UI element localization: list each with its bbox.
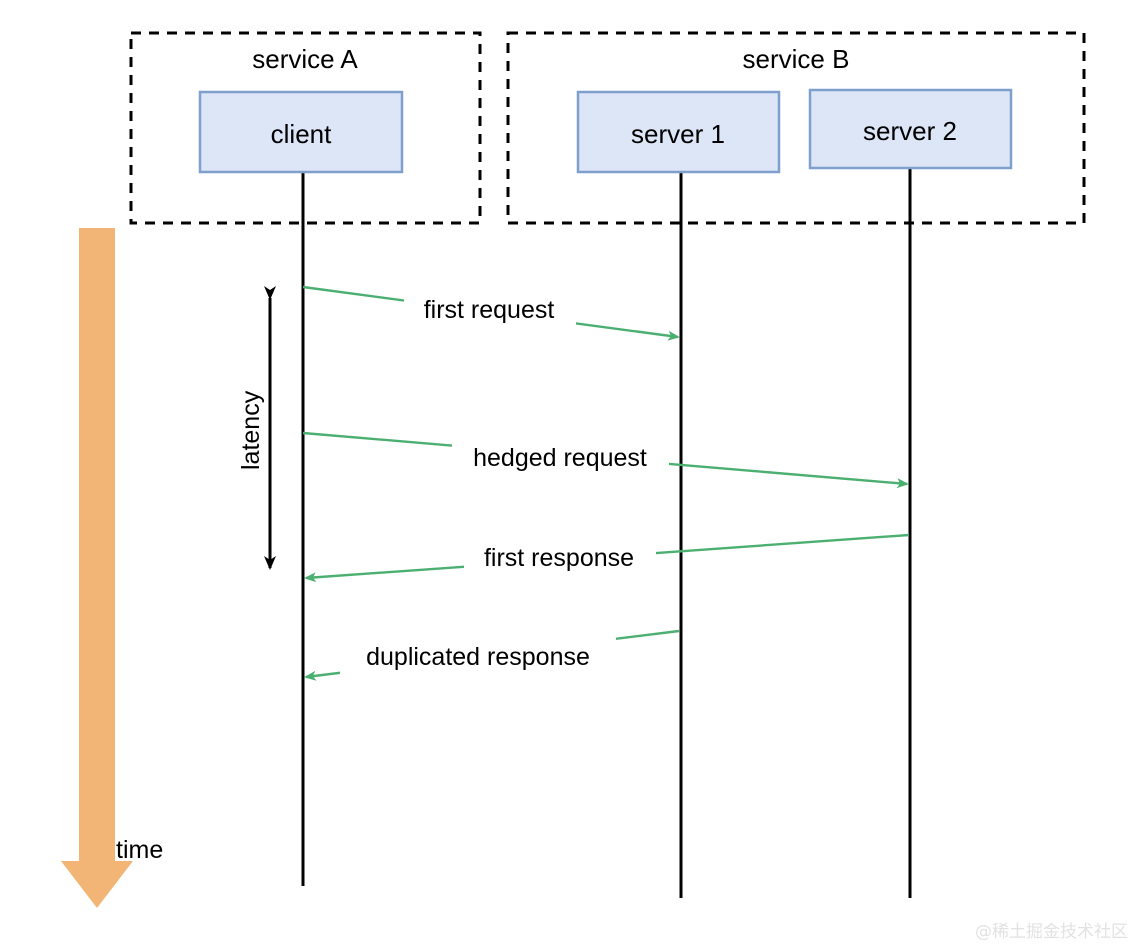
actor-label-client: client <box>271 119 332 149</box>
message-first-response[interactable]: first response <box>304 533 910 583</box>
group-service-a: service A <box>129 31 482 225</box>
latency-bracket: latency <box>237 286 276 570</box>
watermark-label: @稀土掘金技术社区 <box>975 922 1128 942</box>
message-label-duplicated-response: duplicated response <box>366 643 590 671</box>
message-label-hedged-request: hedged request <box>473 444 647 472</box>
message-label-first-response: first response <box>484 544 634 572</box>
actor-server-1[interactable]: server 1 <box>576 90 781 174</box>
group-label-service-a: service A <box>252 44 358 74</box>
group-service-b: service B <box>506 31 1086 225</box>
actor-label-server-1: server 1 <box>631 119 725 149</box>
group-label-service-b: service B <box>743 44 850 74</box>
message-duplicated-response[interactable]: duplicated response <box>304 629 680 681</box>
time-axis-arrow <box>61 228 133 908</box>
message-hedged-request[interactable]: hedged request <box>302 431 909 489</box>
latency-label: latency <box>237 390 265 470</box>
message-label-first-request: first request <box>424 296 555 324</box>
actor-server-2[interactable]: server 2 <box>808 88 1013 170</box>
message-first-request[interactable]: first request <box>302 285 680 341</box>
actor-label-server-2: server 2 <box>863 116 957 146</box>
time-axis-label: time <box>116 836 163 864</box>
actor-client[interactable]: client <box>198 90 404 174</box>
